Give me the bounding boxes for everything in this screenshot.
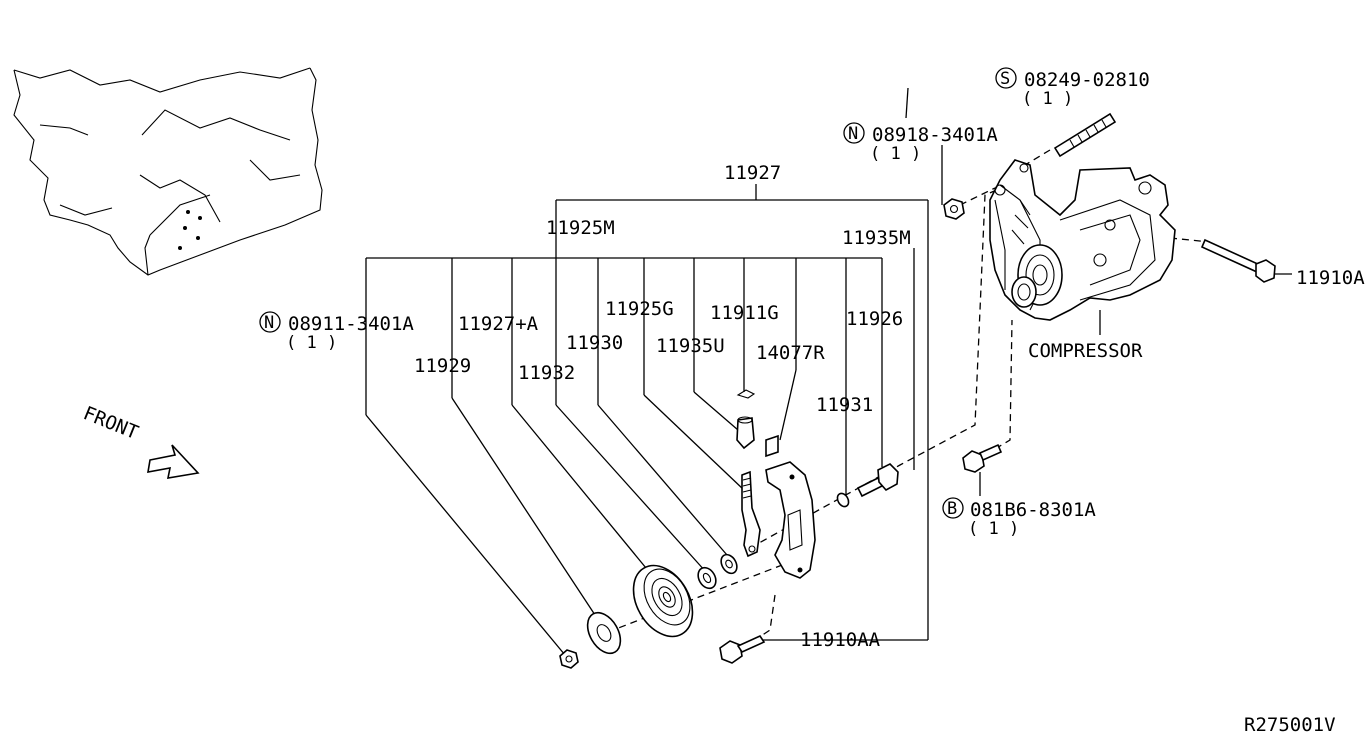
label-14077R: [765, 434, 779, 458]
bracket-11926: [765, 461, 816, 579]
badge-letter: N: [264, 313, 274, 333]
badge-letter: S: [1000, 69, 1010, 89]
bolt-11910A: [1200, 238, 1276, 283]
quantity: ( 1 ): [968, 519, 1019, 539]
quantity: ( 1 ): [870, 144, 921, 164]
nut-08918: [943, 198, 965, 220]
bolt-11926: [856, 463, 899, 498]
label-11910A: 11910A: [1296, 267, 1365, 289]
callout-tree: [365, 87, 1292, 656]
badge-letter: N: [848, 124, 858, 144]
label-11932: 11932: [518, 362, 575, 384]
callout-08918: N 08918-3401A ( 1 ): [843, 122, 998, 164]
idler-pulley-11927A: [632, 564, 694, 638]
label-11935M: 11935M: [842, 227, 911, 249]
bolt-11910AA: [719, 634, 766, 664]
label-11927: 11927: [724, 162, 781, 184]
callout-08911: N 08911-3401A ( 1 ): [259, 311, 414, 353]
part-number: 08918-3401A: [872, 124, 998, 146]
label-11911G: 11911G: [710, 302, 779, 324]
label-compressor: COMPRESSOR: [1028, 340, 1143, 362]
spacer-11932: [697, 566, 717, 590]
quantity: ( 1 ): [286, 333, 337, 353]
quantity: ( 1 ): [1022, 89, 1073, 109]
engine-block-outline: [13, 67, 323, 276]
clip-11935U: [736, 416, 755, 450]
front-arrow: [147, 444, 200, 479]
label-14077R: 14077R: [756, 342, 825, 364]
part-number: 081B6-8301A: [970, 499, 1096, 521]
label-reference-code: R275001V: [1244, 714, 1336, 736]
label-11935U: 11935U: [656, 335, 725, 357]
label-11929: 11929: [414, 355, 471, 377]
bolt-081B6: [962, 443, 1003, 473]
compressor-assembly: [989, 159, 1176, 321]
nut-08911: [559, 649, 579, 669]
washer-11931: [836, 492, 850, 508]
callout-081B6: B 081B6-8301A ( 1 ): [942, 497, 1096, 539]
label-11931: 11931: [816, 394, 873, 416]
part-number: 08249-02810: [1024, 69, 1150, 91]
label-11927A: 11927+A: [458, 313, 539, 335]
label-11910AA: 11910AA: [800, 629, 881, 651]
washer-11929: [586, 611, 622, 655]
label-11925M: 11925M: [546, 217, 615, 239]
label-11925G: 11925G: [605, 298, 674, 320]
callout-08249: S 08249-02810 ( 1 ): [995, 67, 1150, 109]
part-number: 08911-3401A: [288, 313, 414, 335]
clip-11911G: [736, 389, 756, 399]
badge-letter: B: [947, 499, 957, 519]
stud-08249: [1053, 112, 1117, 158]
label-front: FRONT: [80, 402, 141, 444]
label-11926: 11926: [846, 308, 903, 330]
washer-11930: [720, 553, 738, 575]
label-11930: 11930: [566, 332, 623, 354]
adjusting-bolt-11925G: [741, 470, 761, 558]
